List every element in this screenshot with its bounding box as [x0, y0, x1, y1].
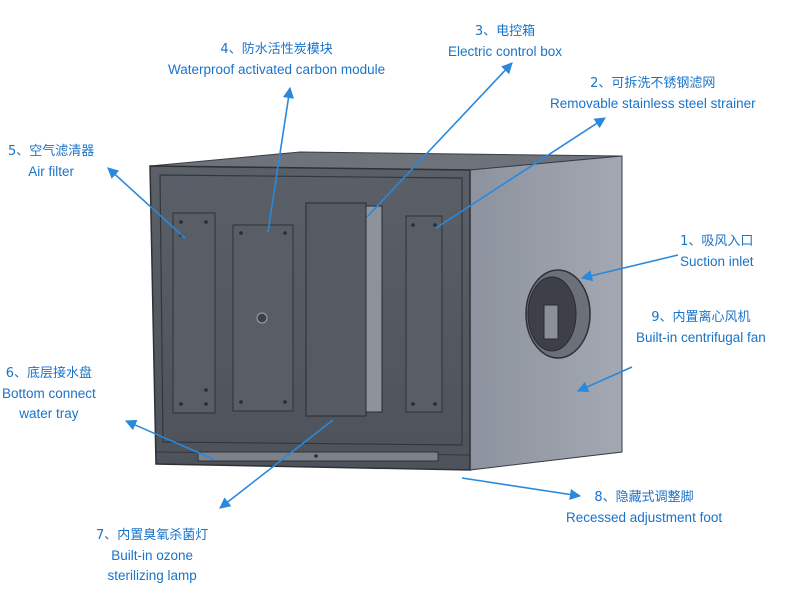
label-1: 1、吸风入口 Suction inlet: [680, 232, 754, 272]
label-7-en-line2: sterilizing lamp: [107, 568, 197, 583]
label-2-zh: 2、可拆洗不锈钢滤网: [590, 76, 716, 91]
label-3-en: Electric control box: [448, 44, 563, 59]
carbon-module-panel: [232, 224, 294, 412]
label-5: 5、空气滤清器 Air filter: [8, 142, 94, 182]
label-6: 6、底层接水盘 Bottom connect water tray: [2, 364, 96, 424]
label-8-zh: 8、隐藏式调整脚: [594, 490, 694, 505]
label-3: 3、电控箱 Electric control box: [448, 22, 562, 62]
arrow-9: [576, 366, 633, 393]
bottom-water-tray: [197, 451, 439, 462]
air-filter-panel: [172, 212, 216, 414]
arrow-2: [435, 117, 606, 229]
cabinet: [149, 151, 623, 471]
suction-inlet: [525, 269, 591, 359]
arrow-6: [124, 419, 214, 460]
arrow-1: [580, 254, 679, 282]
label-7-zh: 7、内置臭氧杀菌灯: [96, 528, 209, 543]
label-4: 4、防水活性炭模块 Waterproof activated carbon mo…: [168, 40, 385, 80]
label-2-en: Removable stainless steel strainer: [550, 96, 756, 111]
label-8: 8、隐藏式调整脚 Recessed adjustment foot: [566, 488, 722, 528]
label-1-zh: 1、吸风入口: [680, 234, 754, 249]
label-6-en-line2: water tray: [19, 406, 79, 421]
electric-control-box: [305, 202, 383, 417]
label-9: 9、内置离心风机 Built-in centrifugal fan: [636, 308, 766, 348]
label-5-zh: 5、空气滤清器: [8, 144, 95, 159]
label-6-en-line1: Bottom connect: [2, 386, 96, 401]
arrow-7: [219, 419, 334, 509]
label-6-zh: 6、底层接水盘: [5, 366, 93, 381]
label-7-en-line1: Built-in ozone: [111, 548, 194, 563]
label-9-zh: 9、内置离心风机: [651, 310, 751, 325]
label-4-zh: 4、防水活性炭模块: [220, 42, 333, 57]
label-9-en: Built-in centrifugal fan: [636, 330, 766, 345]
label-2: 2、可拆洗不锈钢滤网 Removable stainless steel str…: [550, 74, 756, 114]
label-1-en: Suction inlet: [680, 254, 754, 269]
label-8-en: Recessed adjustment foot: [566, 510, 723, 525]
arrow-8: [461, 477, 582, 501]
arrow-5: [107, 167, 186, 239]
strainer-panel: [405, 215, 443, 413]
arrow-3: [366, 62, 513, 218]
label-4-en: Waterproof activated carbon module: [168, 62, 386, 77]
pointer-arrows: [107, 62, 679, 509]
arrow-4: [267, 86, 295, 233]
label-3-zh: 3、电控箱: [474, 24, 536, 39]
label-7: 7、内置臭氧杀菌灯 Built-in ozone sterilizing lam…: [96, 526, 208, 586]
label-5-en: Air filter: [28, 164, 75, 179]
